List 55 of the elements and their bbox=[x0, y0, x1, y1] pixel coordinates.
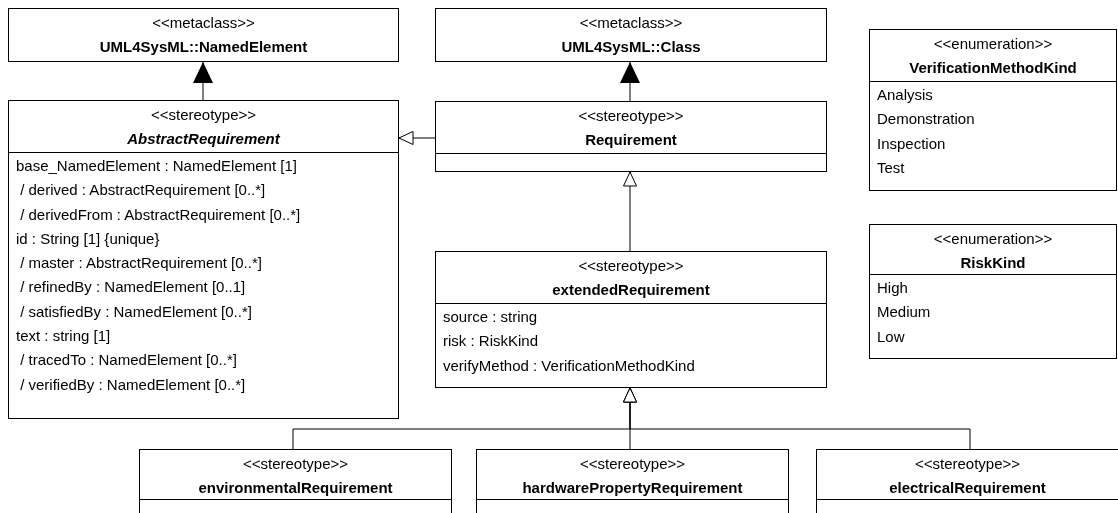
attribute-text: / tracedTo : NamedElement [0..*] bbox=[19, 350, 238, 371]
enumeration-box bbox=[869, 224, 1117, 359]
extension-arrow bbox=[193, 61, 213, 101]
extension-arrow bbox=[620, 61, 640, 102]
attribute-text: / refinedBy : NamedElement [0..1] bbox=[19, 277, 247, 298]
class-name: Requirement bbox=[584, 130, 678, 150]
attribute-text: / master : AbstractRequirement [0..*] bbox=[19, 253, 263, 274]
class-box bbox=[8, 8, 399, 62]
class-name: AbstractRequirement bbox=[126, 129, 282, 149]
generalization-arrow bbox=[398, 131, 436, 145]
class-box bbox=[476, 449, 789, 513]
attribute-text: / verifiedBy : NamedElement [0..*] bbox=[19, 374, 247, 395]
enum-literal: Demonstration bbox=[877, 109, 976, 130]
attribute-text: / derivedFrom : AbstractRequirement [0..*] bbox=[19, 204, 302, 225]
class-box bbox=[435, 101, 827, 172]
enum-literal: Analysis bbox=[877, 85, 934, 105]
attribute-text: text : string [1] bbox=[16, 326, 112, 347]
stereotype-label: <<metaclass>> bbox=[151, 13, 256, 33]
generalization-arrow bbox=[623, 171, 637, 252]
generalization-arrow bbox=[623, 387, 971, 450]
class-name: VerificationMethodKind bbox=[908, 58, 1078, 78]
attribute-text: verifyMethod : VerificationMethodKind bbox=[443, 355, 696, 376]
attribute-text: / satisfiedBy : NamedElement [0..*] bbox=[19, 301, 253, 322]
attribute-text: base_NamedElement : NamedElement [1] bbox=[16, 156, 298, 176]
enum-literal: Test bbox=[877, 157, 906, 178]
attribute-text: source : string bbox=[443, 307, 539, 327]
stereotype-label: <<stereotype>> bbox=[578, 454, 687, 474]
class-name: UML4SysML::NamedElement bbox=[98, 37, 309, 57]
enum-literal: Inspection bbox=[877, 133, 947, 154]
class-name: extendedRequirement bbox=[551, 280, 711, 300]
enum-literal: Medium bbox=[877, 302, 932, 323]
class-name: RiskKind bbox=[959, 253, 1027, 273]
class-name: environmentalRequirement bbox=[197, 478, 394, 498]
class-box bbox=[435, 8, 827, 62]
stereotype-label: <<stereotype>> bbox=[241, 454, 350, 474]
stereotype-label: <<metaclass>> bbox=[578, 13, 684, 33]
attribute-text: risk : RiskKind bbox=[443, 331, 540, 352]
class-box bbox=[139, 449, 452, 513]
stereotype-label: <<enumeration>> bbox=[932, 229, 1054, 249]
attribute-text: id : String [1] {unique} bbox=[16, 228, 161, 249]
enum-literal: Low bbox=[877, 326, 906, 347]
stereotype-label: <<stereotype>> bbox=[577, 256, 685, 276]
attribute-text: / derived : AbstractRequirement [0..*] bbox=[19, 180, 267, 201]
class-box bbox=[816, 449, 1118, 513]
stereotype-label: <<stereotype>> bbox=[913, 454, 1022, 474]
class-name: UML4SysML::Class bbox=[560, 37, 702, 57]
class-name: electricalRequirement bbox=[888, 478, 1047, 498]
enum-literal: High bbox=[877, 278, 909, 298]
class-box bbox=[8, 100, 399, 419]
class-box bbox=[435, 251, 827, 388]
enumeration-box bbox=[869, 29, 1117, 191]
stereotype-label: <<enumeration>> bbox=[932, 34, 1054, 54]
stereotype-label: <<stereotype>> bbox=[149, 105, 258, 125]
stereotype-label: <<stereotype>> bbox=[577, 106, 685, 126]
class-name: hardwarePropertyRequirement bbox=[521, 478, 744, 498]
